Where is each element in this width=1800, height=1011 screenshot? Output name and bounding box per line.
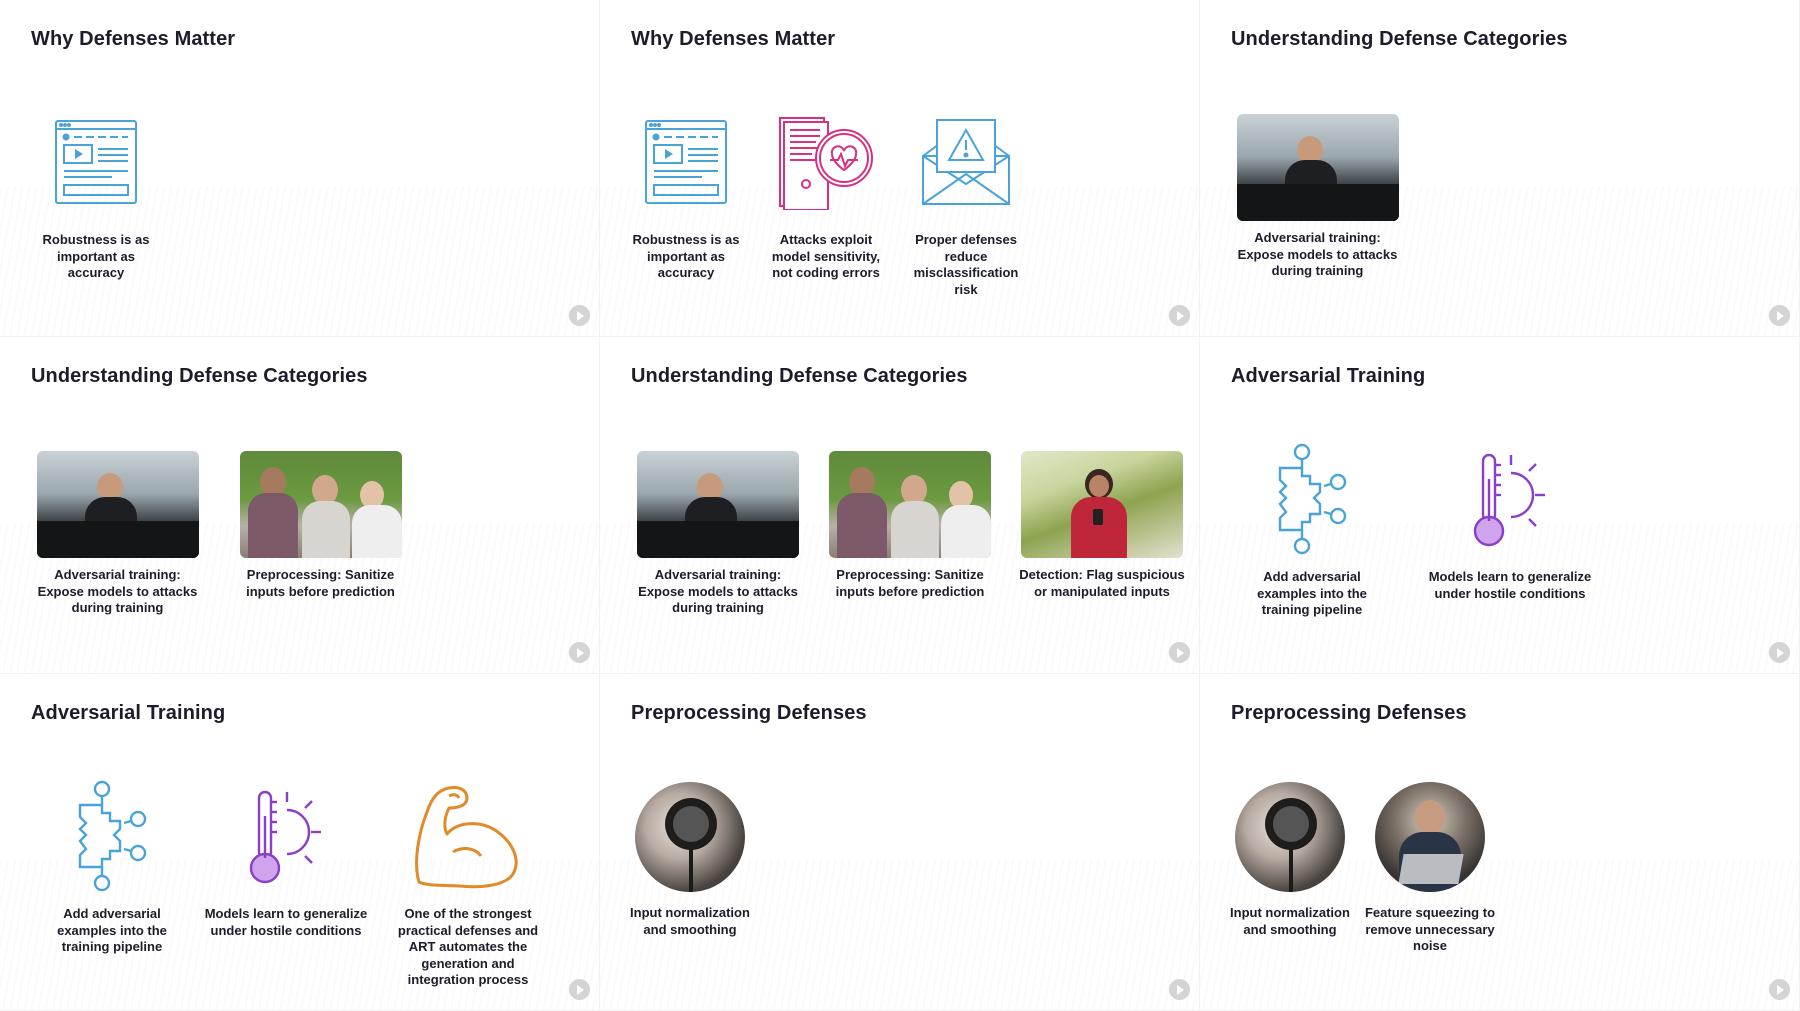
play-button[interactable] — [1169, 979, 1190, 1000]
slide-items: Robustness is as important as accuracy — [630, 108, 1022, 298]
play-button[interactable] — [1769, 979, 1790, 1000]
slide-items: Input normalization and smoothing — [624, 782, 756, 938]
item-caption: Input normalization and smoothing — [1230, 905, 1350, 937]
list-item: Models learn to generalize under hostile… — [1428, 445, 1592, 619]
item-caption: Add adversarial examples into the traini… — [1257, 569, 1367, 617]
play-button[interactable] — [569, 642, 590, 663]
item-caption: Attacks exploit model sensitivity, not c… — [771, 232, 881, 280]
item-caption: Models learn to generalize under hostile… — [1428, 569, 1592, 601]
microphone-photo — [635, 782, 745, 892]
slide-title: Understanding Defense Categories — [1231, 28, 1568, 50]
item-caption: Adversarial training: Expose models to a… — [1237, 230, 1398, 278]
play-button[interactable] — [1769, 642, 1790, 663]
thermometer-sun-icon — [1462, 445, 1558, 553]
play-button[interactable] — [569, 979, 590, 1000]
slide-thumbnail-8[interactable]: Preprocessing Defenses Input normalizati… — [600, 674, 1200, 1011]
item-caption: Proper defenses reduce misclassification… — [913, 232, 1019, 297]
list-item: Proper defenses reduce misclassification… — [910, 108, 1022, 298]
slide-thumbnail-5[interactable]: Understanding Defense Categories Adversa… — [600, 337, 1200, 674]
slide-title: Understanding Defense Categories — [631, 365, 968, 387]
slide-title: Understanding Defense Categories — [31, 365, 368, 387]
list-item: Add adversarial examples into the traini… — [1240, 443, 1384, 619]
item-caption: Input normalization and smoothing — [630, 905, 750, 937]
microphone-photo — [1235, 782, 1345, 892]
slide-thumbnail-2[interactable]: Why Defenses Matter — [600, 0, 1200, 337]
item-caption: Robustness is as important as accuracy — [42, 232, 150, 280]
item-caption: Adversarial training: Expose models to a… — [638, 567, 798, 615]
gear-network-icon — [64, 780, 160, 892]
slide-items: Adversarial training: Expose models to a… — [630, 451, 1190, 617]
item-caption: Models learn to generalize under hostile… — [204, 906, 368, 938]
group-photo — [239, 451, 402, 558]
list-item: Input normalization and smoothing — [624, 782, 756, 938]
play-button[interactable] — [1769, 305, 1790, 326]
slide-items: Robustness is as important as accuracy — [30, 108, 162, 282]
slide-thumbnail-3[interactable]: Understanding Defense Categories Adversa… — [1200, 0, 1800, 337]
phone-photo — [1021, 451, 1183, 558]
office-photo — [36, 451, 199, 558]
office-photo — [1236, 114, 1399, 221]
slide-thumbnail-4[interactable]: Understanding Defense Categories Adversa… — [0, 337, 600, 674]
warning-envelope-icon — [918, 108, 1014, 216]
flexed-arm-icon — [408, 782, 528, 890]
slide-thumbnail-9[interactable]: Preprocessing Defenses Input normalizati… — [1200, 674, 1800, 1011]
slide-title: Adversarial Training — [1231, 365, 1426, 387]
slide-title: Why Defenses Matter — [631, 28, 836, 50]
laptop-photo — [1375, 782, 1485, 892]
list-item: Input normalization and smoothing — [1224, 782, 1356, 955]
item-caption: Add adversarial examples into the traini… — [57, 906, 167, 954]
play-button[interactable] — [569, 305, 590, 326]
slide-title: Preprocessing Defenses — [631, 702, 867, 724]
slide-title: Adversarial Training — [31, 702, 226, 724]
list-item: Robustness is as important as accuracy — [630, 108, 742, 298]
list-item: Adversarial training: Expose models to a… — [1230, 114, 1405, 280]
item-caption: Detection: Flag suspicious or manipulate… — [1019, 567, 1185, 599]
item-caption: Robustness is as important as accuracy — [632, 232, 740, 280]
list-item: Add adversarial examples into the traini… — [40, 780, 184, 989]
item-caption: Adversarial training: Expose models to a… — [37, 567, 198, 615]
gear-network-icon — [1264, 443, 1360, 555]
heart-report-icon — [776, 108, 876, 216]
webpage-video-icon — [48, 108, 144, 216]
list-item: Detection: Flag suspicious or manipulate… — [1014, 451, 1190, 617]
item-caption: Feature squeezing to remove unnecessary … — [1364, 905, 1496, 953]
slide-items: Adversarial training: Expose models to a… — [1230, 114, 1405, 280]
list-item: Attacks exploit model sensitivity, not c… — [770, 108, 882, 298]
play-button[interactable] — [1169, 305, 1190, 326]
group-photo — [829, 451, 991, 558]
list-item: Preprocessing: Sanitize inputs before pr… — [822, 451, 998, 617]
list-item: Preprocessing: Sanitize inputs before pr… — [233, 451, 408, 617]
item-caption: Preprocessing: Sanitize inputs before pr… — [246, 567, 395, 599]
webpage-video-icon — [638, 108, 734, 216]
slide-title: Why Defenses Matter — [31, 28, 236, 50]
list-item: Robustness is as important as accuracy — [30, 108, 162, 282]
slide-items: Input normalization and smoothing Featur… — [1224, 782, 1496, 955]
play-button[interactable] — [1169, 642, 1190, 663]
item-caption: Preprocessing: Sanitize inputs before pr… — [835, 567, 985, 599]
list-item: Adversarial training: Expose models to a… — [630, 451, 806, 617]
slide-items: Add adversarial examples into the traini… — [1240, 443, 1592, 619]
list-item: One of the strongest practical defenses … — [388, 782, 548, 989]
thermometer-sun-icon — [238, 782, 334, 890]
slide-items: Add adversarial examples into the traini… — [40, 780, 548, 989]
list-item: Feature squeezing to remove unnecessary … — [1364, 782, 1496, 955]
slide-title: Preprocessing Defenses — [1231, 702, 1467, 724]
list-item: Models learn to generalize under hostile… — [204, 782, 368, 989]
office-photo — [637, 451, 799, 558]
slide-thumbnail-6[interactable]: Adversarial Training Ad — [1200, 337, 1800, 674]
slide-items: Adversarial training: Expose models to a… — [30, 451, 408, 617]
item-caption: One of the strongest practical defenses … — [397, 906, 539, 987]
slide-thumbnail-1[interactable]: Why Defenses Matter — [0, 0, 600, 337]
slide-thumbnail-7[interactable]: Adversarial Training Ad — [0, 674, 600, 1011]
list-item: Adversarial training: Expose models to a… — [30, 451, 205, 617]
